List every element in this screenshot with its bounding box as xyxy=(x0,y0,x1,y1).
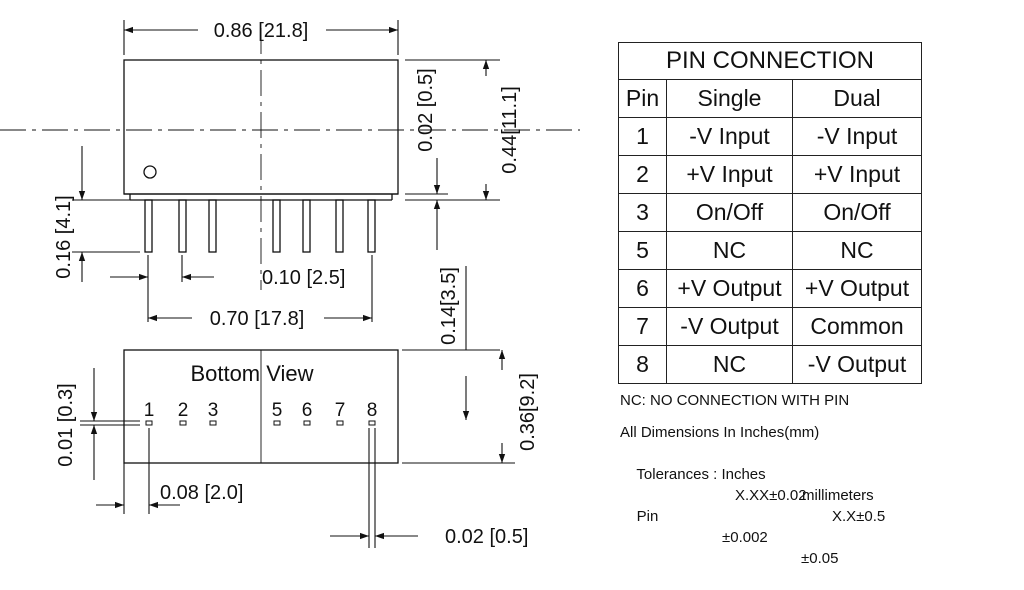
side-view xyxy=(0,28,580,290)
cell-dual: +V Input xyxy=(792,155,922,194)
table-row: 6 +V Output +V Output xyxy=(618,269,922,308)
tolerances-mm-label: millimeters xyxy=(802,487,874,504)
cell-dual: -V Input xyxy=(792,117,922,156)
dim-pin-row-offset xyxy=(80,368,140,480)
cell-pin: 5 xyxy=(618,231,667,270)
cell-dual: Common xyxy=(792,307,922,346)
pin-pad xyxy=(145,420,153,426)
table-row: 2 +V Input +V Input xyxy=(618,155,922,194)
dim-pin-span xyxy=(148,255,373,322)
bottom-view-title: Bottom View xyxy=(190,361,313,386)
side-pins xyxy=(144,199,376,253)
cell-single: -V Output xyxy=(666,307,793,346)
tol-general-in: X.XX±0.02 xyxy=(735,487,807,504)
dim-edge-to-pin xyxy=(96,428,180,514)
header-single: Single xyxy=(666,79,793,118)
nc-note: NC: NO CONNECTION WITH PIN xyxy=(620,392,850,409)
dim-height-label: 0.44[11.1] xyxy=(499,86,521,173)
dim-pin-row-offset-label: 0.01 [0.3] xyxy=(55,383,77,466)
pin-label: Pin xyxy=(636,508,659,525)
dim-pin-width-label: 0.02 [0.5] xyxy=(445,526,528,548)
pin xyxy=(178,199,187,253)
dim-standoff xyxy=(402,266,500,420)
pin-pad xyxy=(336,420,344,426)
dim-pin-length-label: 0.16 [4.1] xyxy=(53,195,75,278)
cell-dual: +V Output xyxy=(792,269,922,308)
header-pin: Pin xyxy=(618,79,667,118)
bottom-pin-label: 1 xyxy=(144,400,155,421)
pin xyxy=(367,199,376,253)
bottom-view xyxy=(123,349,399,464)
units-note: All Dimensions In Inches(mm) xyxy=(620,424,820,441)
cell-pin: 8 xyxy=(618,345,667,384)
tol-pin-mm: ±0.05 xyxy=(801,550,839,567)
cell-pin: 3 xyxy=(618,193,667,232)
bottom-pin-label: 2 xyxy=(178,400,189,421)
cell-single: +V Output xyxy=(666,269,793,308)
cell-pin: 6 xyxy=(618,269,667,308)
tolerances-row: Tolerances : Inches millimeters xyxy=(620,443,950,504)
cell-pin: 2 xyxy=(618,155,667,194)
dim-pin-length xyxy=(72,146,140,282)
cell-dual: -V Output xyxy=(792,345,922,384)
dim-standoff-label: 0.14[3.5] xyxy=(438,267,460,345)
dim-edge-to-pin-label: 0.08 [2.0] xyxy=(160,482,243,504)
table-row: 3 On/Off On/Off xyxy=(618,193,922,232)
bottom-pin-pads xyxy=(145,420,376,426)
dim-bottom-depth xyxy=(402,350,515,464)
pin-pad xyxy=(368,420,376,426)
table-row: 8 NC -V Output xyxy=(618,345,922,384)
cell-pin: 1 xyxy=(618,117,667,156)
pin-pad xyxy=(179,420,187,426)
cell-single: On/Off xyxy=(666,193,793,232)
dim-pin-span-label: 0.70 [17.8] xyxy=(210,308,305,330)
pin xyxy=(272,199,281,253)
dim-pin-pitch-label: 0.10 [2.5] xyxy=(262,267,345,289)
dim-pin-width xyxy=(330,428,418,548)
tolerances-label: Tolerances : Inches xyxy=(636,466,766,483)
bottom-pin-label: 8 xyxy=(367,400,378,421)
cell-single: +V Input xyxy=(666,155,793,194)
cell-dual: On/Off xyxy=(792,193,922,232)
pin xyxy=(302,199,311,253)
dim-bottom-depth-label: 0.36[9.2] xyxy=(517,373,539,451)
dim-pin-pitch xyxy=(110,255,214,322)
pin-connection-table: PIN CONNECTION Pin Single Dual 1 -V Inpu… xyxy=(618,42,922,384)
header-dual: Dual xyxy=(792,79,922,118)
cell-single: NC xyxy=(666,231,793,270)
pin xyxy=(335,199,344,253)
cell-pin: 7 xyxy=(618,307,667,346)
tol-general-mm: X.X±0.5 xyxy=(832,508,886,525)
tol-pin-in: ±0.002 xyxy=(722,529,768,546)
tolerance-pin-row: Pin ±0.002 ±0.05 xyxy=(620,485,950,567)
dim-overall-width xyxy=(123,20,399,55)
table-row: 7 -V Output Common xyxy=(618,307,922,346)
table-title: PIN CONNECTION xyxy=(618,42,922,80)
bottom-pin-label: 6 xyxy=(302,400,313,421)
pin xyxy=(208,199,217,253)
cell-single: -V Input xyxy=(666,117,793,156)
bottom-pin-label: 7 xyxy=(335,400,346,421)
bottom-pin-label: 5 xyxy=(272,400,283,421)
pin-pad xyxy=(303,420,311,426)
table-header-row: Pin Single Dual xyxy=(618,79,922,118)
bottom-pin-labels: 1 2 3 5 6 7 8 xyxy=(144,400,378,421)
cell-single: NC xyxy=(666,345,793,384)
dimension-notes: NC: NO CONNECTION WITH PIN All Dimension… xyxy=(620,390,950,567)
table-row: 1 -V Input -V Input xyxy=(618,117,922,156)
pin1-marker xyxy=(143,165,157,179)
dim-top-offset-label: 0.02 [0.5] xyxy=(415,68,437,151)
dim-overall-width-label: 0.86 [21.8] xyxy=(214,20,309,42)
tolerance-general-row: X.XX±0.02 X.X±0.5 xyxy=(620,464,950,525)
mechanical-drawing: 0.86 [21.8] 0.02 [0.5] 0.44[11.1] 0.16 [… xyxy=(0,20,580,548)
pin xyxy=(144,199,153,253)
pin-pad xyxy=(209,420,217,426)
table-row: 5 NC NC xyxy=(618,231,922,270)
cell-dual: NC xyxy=(792,231,922,270)
pin-pad xyxy=(273,420,281,426)
bottom-pin-label: 3 xyxy=(208,400,219,421)
